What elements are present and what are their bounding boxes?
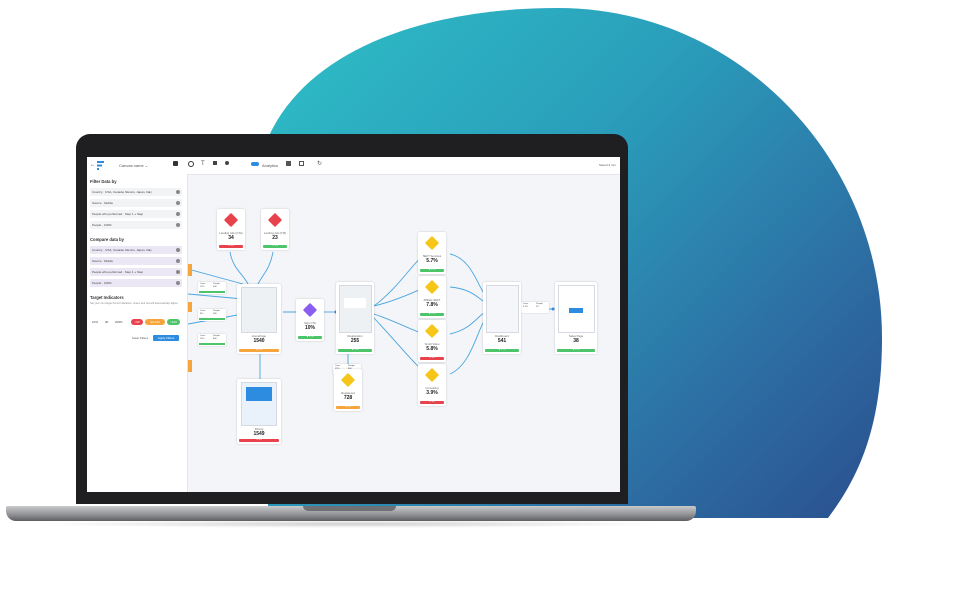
target-pill-orange[interactable]: 90-120 [145,319,165,325]
page-thumbnail [558,285,595,333]
save-status: Saved 3 min [599,163,616,167]
registered-node[interactable]: Registered 728 ▼ 8% [334,369,362,411]
layout-icon[interactable] [299,161,304,166]
laptop-notch [303,506,396,511]
sign-cta-node[interactable]: Sign CTA 10% ▲ 17% [296,299,324,341]
refresh-icon[interactable]: ↻ [317,161,323,167]
page-thumbnail [241,287,277,333]
filter-row[interactable]: People · 100% [90,221,182,229]
analytics-toggle-label: Analytics [262,163,279,168]
seft-services-node[interactable]: SEFT Services 5.7% ▲ 17% [418,232,446,274]
cart-tool-icon[interactable] [213,161,217,165]
target-pill-green[interactable]: >120 [167,319,180,325]
compare-row[interactable]: Source · Mobile [90,257,182,265]
compare-heading: Compare data by [90,237,124,242]
compare-row[interactable]: People · 100% [90,279,182,287]
dashboard-node[interactable]: Dashboard 541 ▲ 12% [483,282,521,354]
affiliate-seft-node[interactable]: Affiliate SEFT 7.8% ▲ 12% [418,276,446,318]
top-toolbar: ← Canvas name ⌄ T Analytics ↻ Saved 3 mi… [87,157,620,175]
landing-ads-tm-node[interactable]: Landing Ads (TM) 23 ▼ 3% [261,209,289,250]
pricing-node[interactable]: Pricing 1549 ▼ 8% [237,379,281,444]
filter-row[interactable]: People who performed · Step 1 + Step [90,210,182,218]
laptop-shadow [30,520,670,528]
event-icon [424,279,440,295]
app-screen: ← Canvas name ⌄ T Analytics ↻ Saved 3 mi… [87,157,620,492]
filter-sidebar: Filter Data by Country · USA, Canada, Me… [87,174,188,492]
page-thumbnail [486,285,519,333]
circle-tool-icon[interactable] [188,161,194,167]
target-icon [267,212,283,228]
target-value[interactable]: 200% [115,320,123,324]
scroll-video-node[interactable]: Scroll Video 5.8% ▼ 8% [418,320,446,362]
event-icon [424,367,440,383]
settings-icon[interactable] [225,161,229,165]
filter-row[interactable]: Source · Mobile [90,199,182,207]
compare-row[interactable]: Country · USA, Canada, Mexico, Japan, It… [90,246,182,254]
app-logo [97,161,104,170]
page-thumbnail [339,285,372,333]
event-icon [424,323,440,339]
homepage-node[interactable]: HomePage 1540 ▲ 12% [237,284,281,354]
add-icon[interactable] [173,161,178,166]
filter-heading: Filter Data by [90,179,117,184]
consulting-node[interactable]: Consulting 3.9% ▼ 8% [418,364,446,406]
landing-ads-cta-node[interactable]: Landing Ads (CTA) 34 ▼ 3% [217,209,245,250]
analytics-toggle[interactable] [251,162,259,166]
text-tool-icon[interactable]: T [201,161,205,167]
offscreen-node-stub [188,264,192,276]
canvas-name-dropdown[interactable]: Canvas name ⌄ [119,163,149,168]
registration-node[interactable]: Registration 255 ▲ 12% [336,282,374,354]
target-value[interactable]: 90 [105,320,109,324]
back-arrow-icon[interactable]: ← [90,162,96,168]
compare-row[interactable]: People who performed · Step 1 + Step [90,268,182,276]
target-icon [223,212,239,228]
filter-row[interactable]: Country · USA, Canada, Mexico, Japan, It… [90,188,182,196]
offscreen-node-stub [188,302,192,312]
sales-page-node[interactable]: Sales Page 38 ▲ 17% [555,282,597,354]
cursor-icon [302,302,318,318]
target-value[interactable]: 10% [92,320,99,324]
target-heading: Target Indicators [90,295,124,300]
event-icon [424,235,440,251]
offscreen-node-stub [188,360,192,372]
page-thumbnail [241,382,277,426]
user-icon [340,372,356,388]
grid-view-icon[interactable] [286,161,291,166]
apply-filters-button[interactable]: Apply Filters [153,335,179,341]
clear-filters-button[interactable]: Clear Filters [131,336,149,340]
laptop-base [6,506,696,521]
target-description: Set your min target funnel indicators. G… [90,302,178,305]
target-pill-red[interactable]: <90 [131,319,143,325]
